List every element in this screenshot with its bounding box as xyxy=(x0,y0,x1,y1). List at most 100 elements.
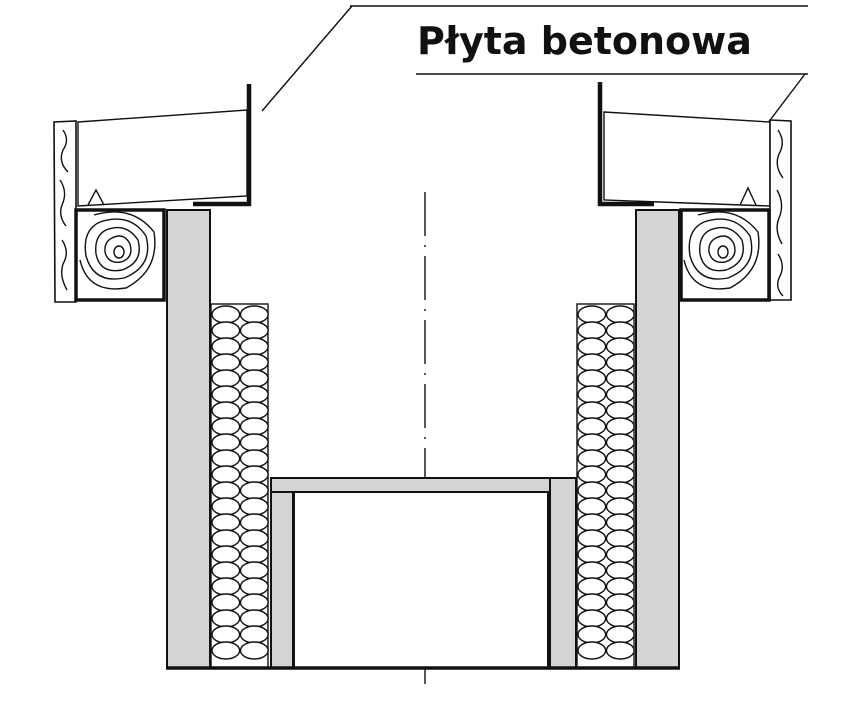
opening-top-lintel xyxy=(270,477,577,493)
insulation-bead xyxy=(239,481,269,500)
left-timber-grain-icon xyxy=(79,211,156,290)
insulation-bead xyxy=(605,481,635,500)
insulation-bead xyxy=(605,417,635,436)
insulation-bead xyxy=(239,641,269,660)
opening-inner-void xyxy=(293,491,549,669)
insulation-bead xyxy=(239,369,269,388)
insulation-bead xyxy=(577,481,607,500)
insulation-bead xyxy=(605,497,635,516)
insulation-bead xyxy=(211,577,241,596)
right-timber-beam xyxy=(679,208,771,302)
insulation-bead xyxy=(211,625,241,644)
insulation-bead xyxy=(211,593,241,612)
right-insulation-beads xyxy=(577,305,635,660)
insulation-bead xyxy=(605,577,635,596)
insulation-bead xyxy=(239,321,269,340)
left-wood-cladding xyxy=(53,120,77,303)
insulation-bead xyxy=(211,305,241,324)
insulation-bead xyxy=(577,513,607,532)
left-inner-lining xyxy=(270,477,294,669)
concrete-slab-label: Płyta betonowa xyxy=(417,19,752,63)
insulation-bead xyxy=(211,433,241,452)
leader-line-left xyxy=(261,5,353,112)
insulation-bead xyxy=(239,577,269,596)
insulation-bead xyxy=(211,353,241,372)
insulation-bead xyxy=(239,433,269,452)
right-steel-angle xyxy=(597,82,654,207)
insulation-bead xyxy=(239,417,269,436)
left-concrete-wall xyxy=(166,209,211,669)
insulation-bead xyxy=(577,641,607,660)
insulation-bead xyxy=(211,401,241,420)
insulation-bead xyxy=(239,609,269,628)
insulation-bead xyxy=(211,561,241,580)
insulation-bead xyxy=(605,625,635,644)
insulation-bead xyxy=(577,433,607,452)
insulation-bead xyxy=(239,449,269,468)
insulation-bead xyxy=(577,401,607,420)
insulation-bead xyxy=(577,417,607,436)
insulation-bead xyxy=(239,385,269,404)
insulation-bead xyxy=(605,593,635,612)
insulation-bead xyxy=(239,305,269,324)
insulation-bead xyxy=(239,513,269,532)
insulation-bead xyxy=(239,401,269,420)
insulation-bead xyxy=(211,465,241,484)
insulation-bead xyxy=(605,305,635,324)
insulation-bead xyxy=(239,545,269,564)
insulation-bead xyxy=(605,641,635,660)
left-steel-angle xyxy=(193,84,252,207)
insulation-bead xyxy=(577,577,607,596)
insulation-bead xyxy=(239,337,269,356)
insulation-bead xyxy=(605,353,635,372)
central-opening xyxy=(270,477,577,669)
insulation-bead xyxy=(211,337,241,356)
insulation-bead xyxy=(211,641,241,660)
insulation-bead xyxy=(211,449,241,468)
insulation-bead xyxy=(605,385,635,404)
insulation-bead xyxy=(605,465,635,484)
right-concrete-wall xyxy=(635,209,680,669)
right-inner-lining xyxy=(549,477,577,669)
insulation-bead xyxy=(577,321,607,340)
insulation-bead xyxy=(577,609,607,628)
insulation-bead xyxy=(605,449,635,468)
insulation-bead xyxy=(605,369,635,388)
insulation-bead xyxy=(577,305,607,324)
insulation-bead xyxy=(211,497,241,516)
right-wood-cladding xyxy=(769,119,792,301)
right-slab-section xyxy=(603,111,771,207)
insulation-bead xyxy=(211,385,241,404)
insulation-bead xyxy=(605,545,635,564)
left-insulation-beads xyxy=(211,305,269,660)
insulation-bead xyxy=(577,545,607,564)
insulation-bead xyxy=(605,433,635,452)
insulation-bead xyxy=(577,385,607,404)
insulation-bead xyxy=(605,513,635,532)
insulation-bead xyxy=(577,593,607,612)
insulation-bead xyxy=(577,465,607,484)
insulation-bead xyxy=(239,465,269,484)
insulation-bead xyxy=(577,353,607,372)
insulation-bead xyxy=(211,369,241,388)
insulation-bead xyxy=(211,529,241,548)
insulation-bead xyxy=(605,561,635,580)
insulation-bead xyxy=(577,561,607,580)
insulation-bead xyxy=(239,625,269,644)
insulation-bead xyxy=(211,545,241,564)
insulation-bead xyxy=(577,529,607,548)
insulation-bead xyxy=(239,529,269,548)
insulation-bead xyxy=(211,481,241,500)
insulation-bead xyxy=(239,561,269,580)
right-timber-grain-icon xyxy=(683,211,760,290)
insulation-bead xyxy=(605,609,635,628)
insulation-bead xyxy=(605,401,635,420)
insulation-bead xyxy=(239,353,269,372)
insulation-bead xyxy=(577,497,607,516)
insulation-bead xyxy=(605,321,635,340)
insulation-bead xyxy=(211,321,241,340)
insulation-bead xyxy=(577,369,607,388)
insulation-bead xyxy=(605,337,635,356)
insulation-bead xyxy=(577,337,607,356)
